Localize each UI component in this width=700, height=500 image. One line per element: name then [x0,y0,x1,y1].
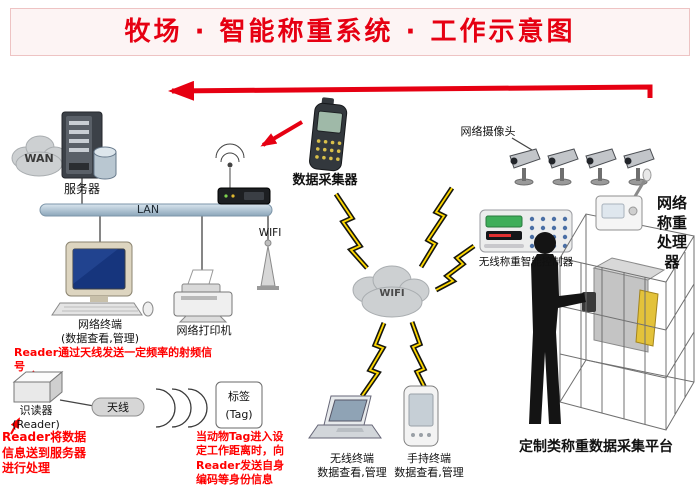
note-reader-to-server: Reader将数据信息送到服务器进行处理 [2,430,87,476]
reader-icon [12,370,64,404]
printer-icon [173,269,233,323]
network-terminal-name: 网络终端 [78,318,122,331]
data-collector-icon [309,97,348,172]
antenna-label: 天线 [107,401,129,414]
connector-lines [59,137,533,407]
wireless-terminal-label: 无线终端 数据查看,管理 [308,452,396,481]
wifi-ap-label: WIFI [258,227,282,239]
wireless-controller-label: 无线称重智能控制器 [478,256,574,268]
data-collector-label: 数据采集器 [292,173,358,188]
network-printer-label: 网络打印机 [176,324,232,337]
tag-sub: (Tag) [225,407,253,421]
lightning-bolt [418,186,455,269]
tag-icon [215,381,263,429]
reader-name: 识读器 [19,404,53,417]
note-reader-rf-signal: Reader通过天线发送一定频率的射频信号 [14,346,213,374]
tag-name: 标签 [228,390,250,403]
database-icon [93,146,117,180]
lan-label: LAN [136,203,160,216]
wan-label: WAN [24,152,54,165]
network-terminal-sub: (数据查看,管理) [60,332,140,346]
lan-bus [39,203,273,217]
server-icon [61,111,103,179]
reader-label: 识读器 (Reader) [4,404,68,433]
modem-icon [217,187,271,205]
weighing-processor-label: 网络称重处理器 [656,194,687,271]
wireless-links [333,186,476,398]
wifi-antenna-icon [257,239,279,290]
tag-label: 标签 (Tag) [216,388,262,423]
reader-sub: (Reader) [12,418,60,432]
platform-cage [559,213,695,431]
desktop-computer-icon [51,241,154,317]
wifi-cloud-icon [352,265,430,318]
lightning-bolt [359,322,387,398]
note-tag-identity: 当动物Tag进入设定工作距离时，向Reader发送自身编码等身份信息 [196,430,285,486]
wireless-controller-icon [479,209,573,253]
lightning-bolt [434,243,476,293]
laptop-icon [308,395,382,439]
network-terminal-label: 网络终端 (数据查看,管理) [46,318,154,347]
lightning-bolt [409,321,429,392]
page-title: 牧场 · 智能称重系统 · 工作示意图 [10,8,690,56]
wan-cloud-icon [11,135,68,177]
handheld-terminal-label: 手持终端 数据查看,管理 [390,452,468,481]
cctv-camera-icon [547,148,579,186]
handheld-terminal-name: 手持终端 [407,452,451,465]
wireless-terminal-sub: 数据查看,管理 [317,466,387,480]
platform-label: 定制类称重数据采集平台 [519,439,673,455]
wifi-cloud-label: WIFI [379,288,405,299]
handheld-terminal-icon [403,385,439,447]
weighing-processor-icon [595,168,652,231]
person-figure [529,232,586,424]
cctv-cameras [509,148,655,186]
server-label: 服务器 [63,182,100,196]
antenna-icon [91,397,145,417]
platform-equipment [582,257,666,353]
lightning-bolt [333,192,369,270]
rf-waves-icon [155,388,208,428]
cctv-camera-icon [509,148,541,186]
wireless-terminal-name: 无线终端 [330,452,374,465]
network-camera-label: 网络摄像头 [460,125,516,138]
handheld-terminal-sub: 数据查看,管理 [394,466,464,480]
cctv-camera-icon [585,148,617,186]
